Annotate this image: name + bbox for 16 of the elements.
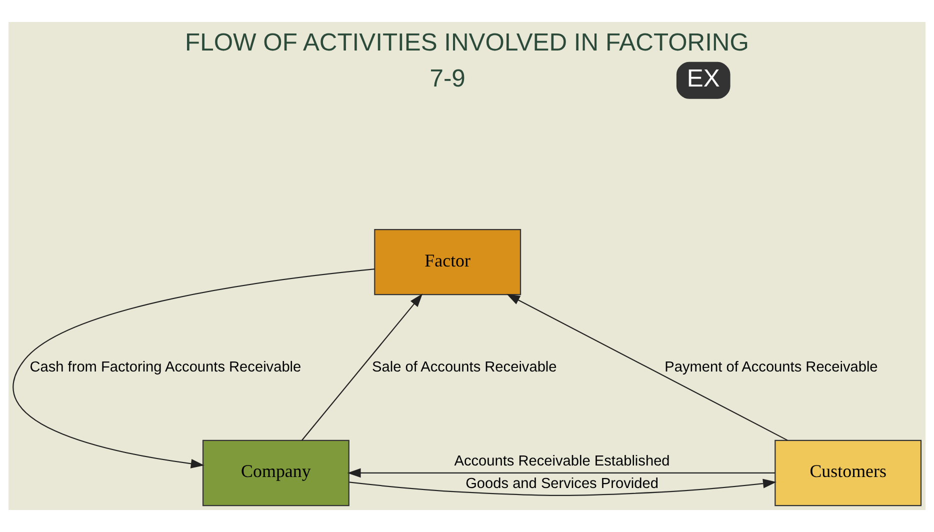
node-box: Factor [374,228,522,296]
label: 7-9 [430,66,466,93]
node-box: Customers [774,440,922,506]
edge-label: Goods and Services Provided [466,476,658,492]
diagram-title: FLOW OF ACTIVITIES INVOLVED IN FACTORING [185,30,749,57]
edge-label: Accounts Receivable Established [454,454,670,470]
arrow [506,294,788,441]
arrow [349,478,776,496]
arrow [302,294,423,441]
label: EX [686,66,720,93]
edge-label: Payment of Accounts Receivable [664,359,878,376]
arrow [347,468,776,478]
edge-label: Cash from Factoring Accounts Receivable [30,359,302,376]
node-box: Company [202,440,350,506]
arrow [12,268,375,468]
edge-label: Sale of Accounts Receivable [372,359,557,376]
